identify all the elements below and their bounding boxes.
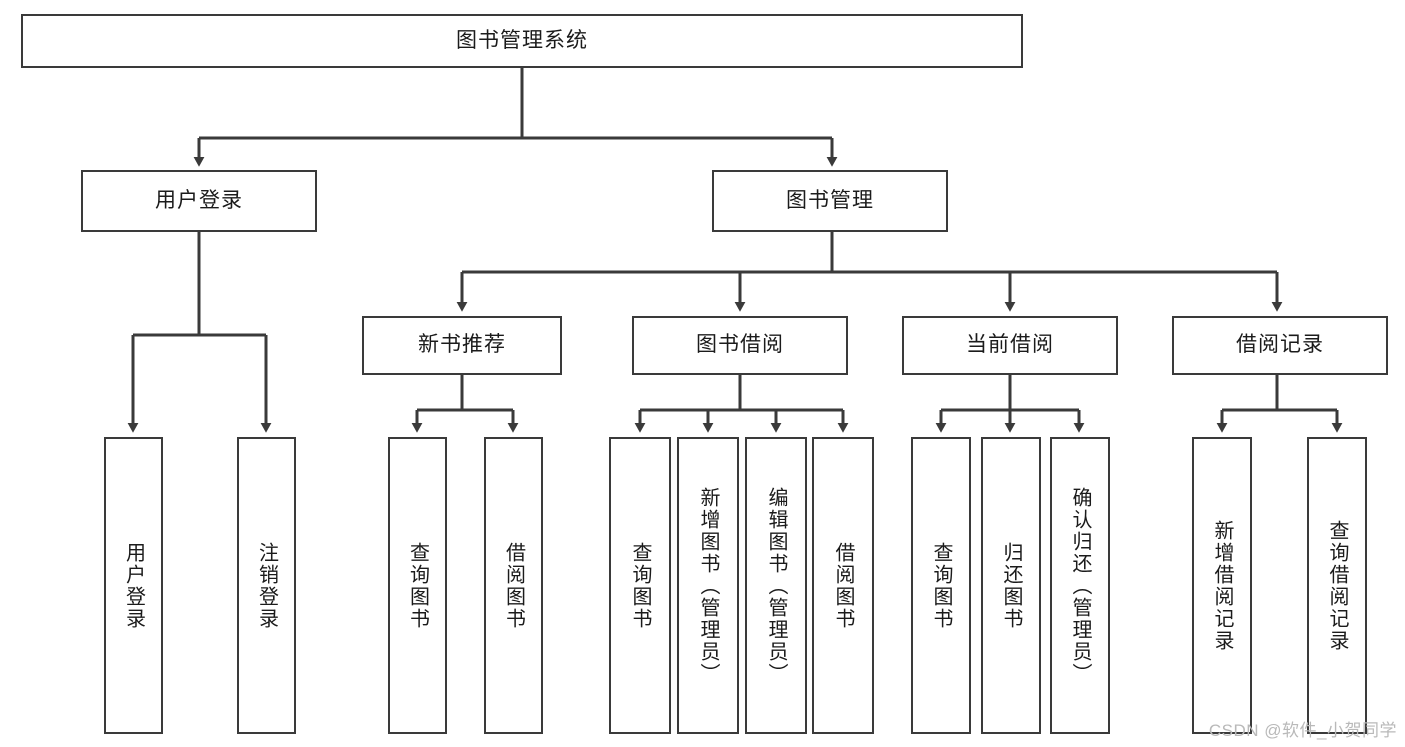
node-leaf-user-login[interactable]: 用户登录: [104, 437, 163, 734]
node-label: 用户登录: [155, 188, 243, 212]
node-root-book-management-system[interactable]: 图书管理系统: [21, 14, 1023, 68]
node-label: 图书管理系统: [456, 28, 588, 52]
node-label: 用户登录: [122, 541, 145, 630]
node-label: 查询图书: [930, 541, 952, 630]
node-user-login[interactable]: 用户登录: [81, 170, 317, 232]
node-label: 图书借阅: [696, 333, 784, 357]
node-book-borrow[interactable]: 图书借阅: [632, 316, 848, 375]
node-leaf-edit-book-admin[interactable]: 编辑图书（管理员）: [745, 437, 807, 734]
node-leaf-query-book-borrow[interactable]: 查询图书: [609, 437, 671, 734]
node-current-borrow[interactable]: 当前借阅: [902, 316, 1118, 375]
node-label: 归还图书: [1000, 541, 1022, 630]
csdn-watermark: CSDN @软件_小贺同学: [1208, 721, 1397, 740]
node-label: 图书管理: [786, 188, 874, 212]
node-label: 查询图书: [629, 541, 651, 630]
node-leaf-borrow-book-recommend[interactable]: 借阅图书: [484, 437, 543, 734]
node-label: 新增图书（管理员）: [697, 486, 719, 685]
node-label: 确认归还（管理员）: [1069, 486, 1091, 685]
node-label: 新书推荐: [418, 333, 506, 357]
node-leaf-borrow-book[interactable]: 借阅图书: [812, 437, 874, 734]
node-new-book-recommend[interactable]: 新书推荐: [362, 316, 562, 375]
node-leaf-return-book[interactable]: 归还图书: [981, 437, 1041, 734]
node-label: 新增借阅记录: [1211, 519, 1233, 652]
node-label: 查询图书: [406, 541, 429, 630]
node-label: 借阅记录: [1236, 333, 1324, 357]
node-book-management[interactable]: 图书管理: [712, 170, 948, 232]
node-leaf-query-book-recommend[interactable]: 查询图书: [388, 437, 447, 734]
node-label: 当前借阅: [966, 333, 1054, 357]
node-leaf-logout[interactable]: 注销登录: [237, 437, 296, 734]
node-leaf-query-borrow-record[interactable]: 查询借阅记录: [1307, 437, 1367, 734]
node-label: 注销登录: [255, 541, 278, 630]
node-label: 查询借阅记录: [1326, 519, 1348, 652]
node-leaf-add-book-admin[interactable]: 新增图书（管理员）: [677, 437, 739, 734]
node-leaf-add-borrow-record[interactable]: 新增借阅记录: [1192, 437, 1252, 734]
node-borrow-record[interactable]: 借阅记录: [1172, 316, 1388, 375]
node-label: 借阅图书: [502, 541, 525, 630]
node-leaf-query-book-current[interactable]: 查询图书: [911, 437, 971, 734]
node-label: 借阅图书: [832, 541, 854, 630]
node-label: 编辑图书（管理员）: [765, 486, 787, 685]
node-leaf-confirm-return-admin[interactable]: 确认归还（管理员）: [1050, 437, 1110, 734]
